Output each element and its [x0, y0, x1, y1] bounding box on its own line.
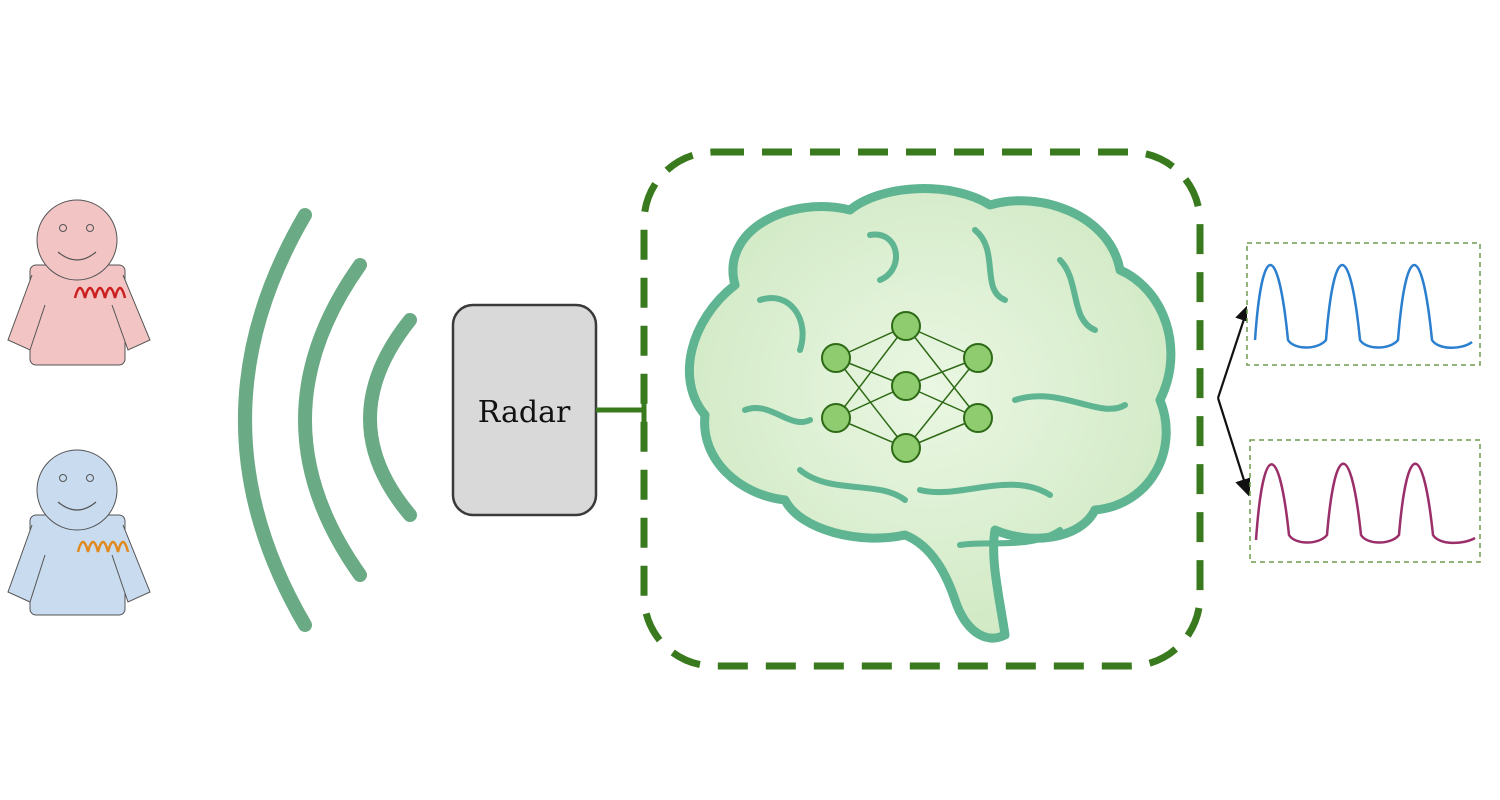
processing-frame — [640, 148, 1204, 670]
waveform-icon — [1254, 462, 1476, 545]
waveform-icon — [1253, 264, 1473, 349]
nn-node — [963, 403, 993, 433]
radar-connector — [596, 392, 647, 428]
output-waveform-1 — [1246, 242, 1481, 366]
nn-node — [821, 403, 851, 433]
neural-network-icon — [821, 311, 993, 463]
radar-wave-icon — [238, 208, 417, 632]
arrow-icon — [1216, 303, 1252, 399]
nn-node — [963, 343, 993, 373]
heart-signal-icon — [76, 540, 130, 553]
arrow-icon — [1216, 397, 1253, 497]
heart-signal-icon — [73, 286, 127, 299]
nn-node — [821, 343, 851, 373]
radar-box: Radar — [451, 303, 598, 517]
output-waveform-2 — [1249, 439, 1481, 563]
brain-icon — [685, 184, 1176, 643]
nn-node — [891, 433, 921, 463]
person-2-icon — [7, 449, 151, 616]
person-1-icon — [7, 199, 151, 366]
radar-label: Radar — [478, 395, 571, 430]
nn-node — [891, 371, 921, 401]
nn-node — [891, 311, 921, 341]
output-arrows — [1216, 303, 1253, 497]
